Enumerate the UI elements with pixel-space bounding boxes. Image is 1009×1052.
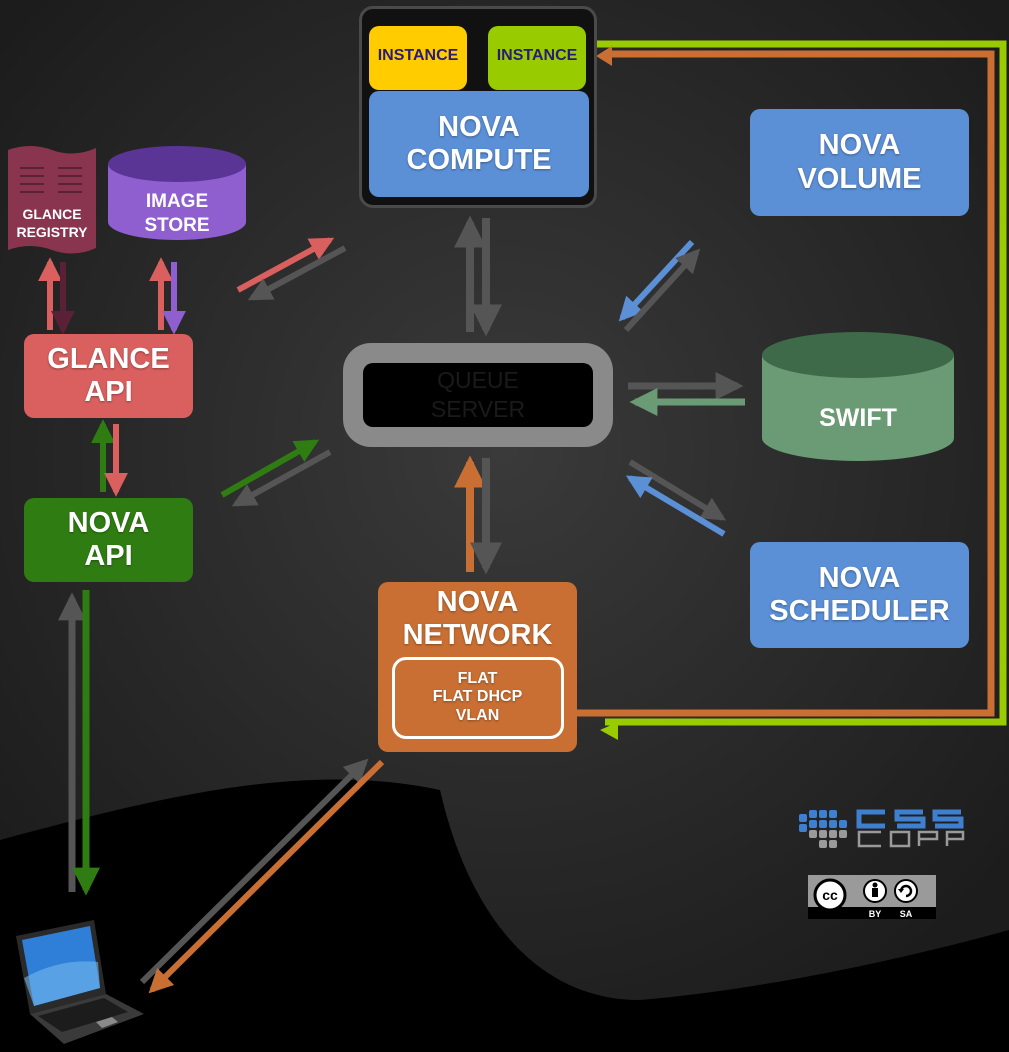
instance-network-link-lime-head	[600, 722, 618, 740]
nova-volume[interactable]: NOVA VOLUME	[750, 109, 969, 216]
nova-api-line1: NOVA	[67, 506, 150, 539]
image-store-line1: IMAGE	[145, 191, 209, 212]
queue-server[interactable]: QUEUE SERVER	[343, 343, 613, 447]
volume-queue-arrows	[618, 239, 701, 333]
nova-scheduler-line1: NOVA	[818, 561, 901, 594]
cc-icon	[813, 878, 847, 912]
swift-cylinder	[762, 332, 954, 461]
nova-network-line2: NETWORK	[402, 619, 553, 652]
nova-network-line1: NOVA	[436, 586, 519, 618]
nova-volume-line2: VOLUME	[797, 162, 922, 195]
nova-scheduler[interactable]: NOVA SCHEDULER	[750, 542, 969, 648]
image-store[interactable]: IMAGE STORE	[108, 190, 246, 238]
glance-api-queue-arrows	[236, 237, 347, 301]
swift[interactable]: SWIFT	[762, 404, 954, 433]
glance-api-line1: GLANCE	[47, 342, 170, 375]
glance-registry-line1: GLANCE	[22, 206, 82, 222]
queue-server-line1: QUEUE	[437, 367, 519, 394]
glance-registry[interactable]: GLANCE REGISTRY	[6, 205, 98, 241]
swift-queue-arrows	[628, 372, 745, 416]
nova-compute[interactable]: NOVA COMPUTE	[369, 91, 589, 197]
nova-volume-line1: NOVA	[818, 129, 901, 162]
compute-node-frame: INSTANCE INSTANCE NOVA COMPUTE	[359, 6, 597, 208]
nova-api-laptop-arrows	[58, 590, 100, 896]
license-sa: SA	[900, 909, 913, 919]
glance-registry-line2: REGISTRY	[16, 224, 88, 241]
nova-network[interactable]: NOVA NETWORK FLAT FLAT DHCP VLAN	[378, 582, 577, 752]
background-shape	[0, 0, 1009, 1000]
cc-license-badge: cc BY SA	[808, 875, 936, 924]
network-mode-flat: FLAT	[457, 670, 498, 688]
laptop-network-arrows	[139, 758, 385, 994]
instance-yellow[interactable]: INSTANCE	[369, 26, 467, 90]
nova-compute-line1: NOVA	[438, 110, 520, 143]
queue-server-inner: QUEUE SERVER	[363, 363, 593, 427]
nova-api-queue-arrows	[220, 439, 332, 507]
svg-text:cc: cc	[822, 887, 838, 903]
swift-label: SWIFT	[819, 404, 897, 432]
scheduler-queue-arrows	[625, 459, 727, 537]
nova-scheduler-line2: SCHEDULER	[769, 595, 950, 627]
logo-wordmark	[856, 809, 965, 848]
instance-network-link-lime	[586, 40, 1007, 726]
network-mode-flat-dhcp: FLAT DHCP	[432, 688, 523, 706]
image-store-cylinder	[108, 146, 246, 240]
image-store-line2: STORE	[144, 214, 210, 236]
instance-green[interactable]: INSTANCE	[488, 26, 586, 90]
share-alike-icon	[894, 879, 918, 903]
instance-network-link-orange	[577, 50, 995, 717]
queue-server-line2: SERVER	[430, 396, 526, 422]
css-corp-logo	[797, 806, 967, 857]
glance-api[interactable]: GLANCE API	[24, 334, 193, 418]
glance-api-line2: API	[84, 376, 133, 408]
logo-grid-icon	[799, 810, 847, 848]
network-queue-arrows	[454, 455, 502, 575]
network-modes-box: FLAT FLAT DHCP VLAN	[391, 656, 564, 739]
nova-compute-line2: COMPUTE	[406, 144, 552, 176]
network-mode-vlan: VLAN	[455, 706, 500, 724]
instance-yellow-label: INSTANCE	[377, 47, 459, 64]
license-by: BY	[869, 909, 882, 919]
instance-green-label: INSTANCE	[496, 47, 578, 64]
nova-api[interactable]: NOVA API	[24, 498, 193, 582]
instance-network-link-orange-head	[596, 46, 612, 66]
nova-api-line2: API	[84, 540, 133, 572]
laptop-icon	[10, 918, 150, 1052]
glance-api-nova-api-arrows	[91, 419, 128, 497]
glance-api-registry-arrows	[38, 257, 186, 335]
compute-queue-arrows	[454, 215, 502, 337]
glance-registry-icon	[8, 146, 96, 254]
